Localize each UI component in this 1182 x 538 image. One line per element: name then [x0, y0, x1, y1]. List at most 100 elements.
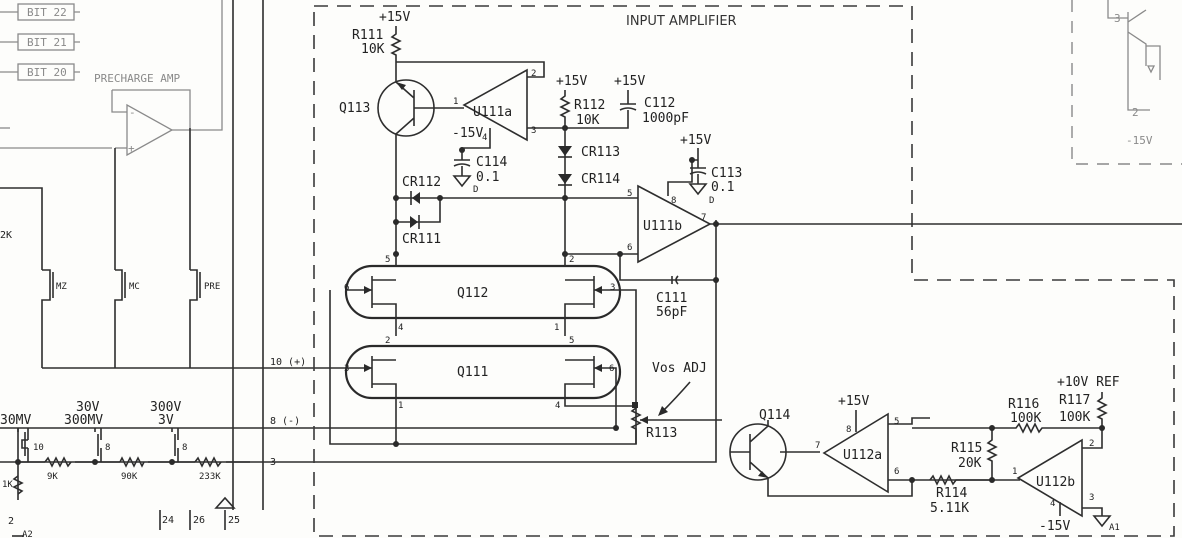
u111b-opamp [565, 160, 1182, 281]
cr114-label: CR114 [581, 172, 620, 187]
q111-label: Q111 [457, 365, 488, 380]
u112b-label: U112b [1036, 475, 1075, 490]
svg-text:3: 3 [531, 126, 536, 136]
resistor-90k-label: 90K [121, 472, 138, 482]
switch-pin-label: 8 [105, 443, 110, 453]
pin-25-label: 25 [228, 515, 240, 526]
svg-text:6: 6 [344, 283, 349, 293]
junction [393, 195, 399, 201]
input-amplifier-title: INPUT AMPLIFIER [626, 14, 737, 29]
input-amplifier-boundary [313, 5, 1175, 537]
svg-text:7: 7 [815, 441, 820, 451]
bit21-label: BIT 21 [27, 36, 67, 49]
switch-wire [0, 187, 43, 270]
junction [989, 425, 995, 431]
junction [613, 425, 619, 431]
svg-text:5: 5 [627, 189, 632, 199]
junction [909, 477, 915, 483]
switch-wire [114, 128, 191, 270]
c114-value: 0.1 [476, 170, 499, 185]
resistor-1k-label: 1K [2, 480, 13, 490]
r112-ref: R112 [574, 98, 605, 113]
c113-capacitor [688, 148, 708, 196]
range-label-300mv: 300MV [64, 413, 103, 428]
cr111-label: CR111 [402, 232, 441, 247]
q111-dual-jfet [344, 344, 632, 444]
r111-value: 10K [361, 42, 385, 57]
svg-text:4: 4 [398, 323, 403, 333]
r115-resistor [912, 427, 998, 480]
svg-text:-: - [129, 106, 136, 119]
q113-transistor [377, 79, 435, 137]
svg-text:2: 2 [385, 336, 390, 346]
c111-value: 56pF [656, 305, 687, 320]
svg-text:3: 3 [344, 364, 349, 374]
input-8-label: 8 (-) [270, 416, 300, 427]
supply-label: +15V [838, 394, 869, 409]
c113-ref: C113 [711, 166, 742, 181]
cr113-label: CR113 [581, 145, 620, 160]
svg-text:2: 2 [1089, 439, 1094, 449]
u111a-label: U111a [473, 105, 512, 120]
q114-transistor [729, 420, 913, 497]
bit22-label: BIT 22 [27, 6, 67, 19]
supply-neg-label: -15V [1039, 519, 1070, 534]
right-partial-transistor [1107, 0, 1161, 111]
supply-label: +15V [680, 133, 711, 148]
junction [617, 251, 623, 257]
range-label-300v: 300V [150, 400, 181, 415]
cr111-diode [410, 216, 418, 228]
c114-ref: C114 [476, 155, 507, 170]
svg-text:5: 5 [385, 255, 390, 265]
output-feedback-wire [330, 220, 717, 463]
r117-value: 100K [1059, 410, 1090, 425]
u112a-label: U112a [843, 448, 882, 463]
d-label: D [709, 196, 714, 206]
r115-ref: R115 [951, 441, 982, 456]
q112-dual-jfet [329, 254, 637, 445]
c112-value: 1000pF [642, 111, 689, 126]
right-supply-label: -15V [1126, 134, 1153, 147]
r111-resistor [390, 26, 402, 80]
q112-label: Q112 [457, 286, 488, 301]
supply-neg-label: -15V [452, 126, 483, 141]
svg-text:5: 5 [894, 417, 899, 427]
resistor-233k-label: 233K [199, 472, 221, 482]
bit-lines: BIT 22 BIT 21 BIT 20 [0, 3, 80, 81]
r117-resistor [1082, 392, 1108, 449]
bit20-label: BIT 20 [27, 66, 67, 79]
c111-ref: C111 [656, 291, 687, 306]
range-label-30v: 30V [76, 400, 100, 415]
c112-ref: C112 [644, 96, 675, 111]
ground-a1-label: A1 [1109, 523, 1120, 533]
c112-capacitor [565, 90, 637, 129]
vos-adj-arrowhead [658, 406, 668, 416]
junction [459, 147, 465, 153]
junction [632, 402, 638, 408]
res-2k-label: 2K [0, 230, 12, 241]
resistor-9k-label: 9K [47, 472, 58, 482]
vos-adj-arrow [661, 381, 691, 413]
d-label: D [473, 185, 478, 195]
c114-capacitor [452, 152, 472, 188]
c111-capacitor [671, 275, 679, 285]
r117-ref: R117 [1059, 393, 1090, 408]
svg-text:5: 5 [569, 336, 574, 346]
u111b-label: U111b [643, 219, 682, 234]
r113-pot [630, 402, 642, 444]
junction [92, 459, 98, 465]
svg-text:8: 8 [671, 196, 676, 206]
junction [393, 219, 399, 225]
r114-ref: R114 [936, 486, 967, 501]
svg-text:1: 1 [554, 323, 559, 333]
svg-text:6: 6 [627, 243, 632, 253]
cr113-diode [558, 128, 572, 254]
precharge-amp: PRECHARGE AMP - + [94, 0, 223, 157]
svg-text:2: 2 [569, 255, 574, 265]
r114-value: 5.11K [930, 501, 969, 516]
q113-label: Q113 [339, 101, 370, 116]
junction [562, 195, 568, 201]
svg-text:1: 1 [398, 401, 403, 411]
r116-ref: R116 [1008, 397, 1039, 412]
